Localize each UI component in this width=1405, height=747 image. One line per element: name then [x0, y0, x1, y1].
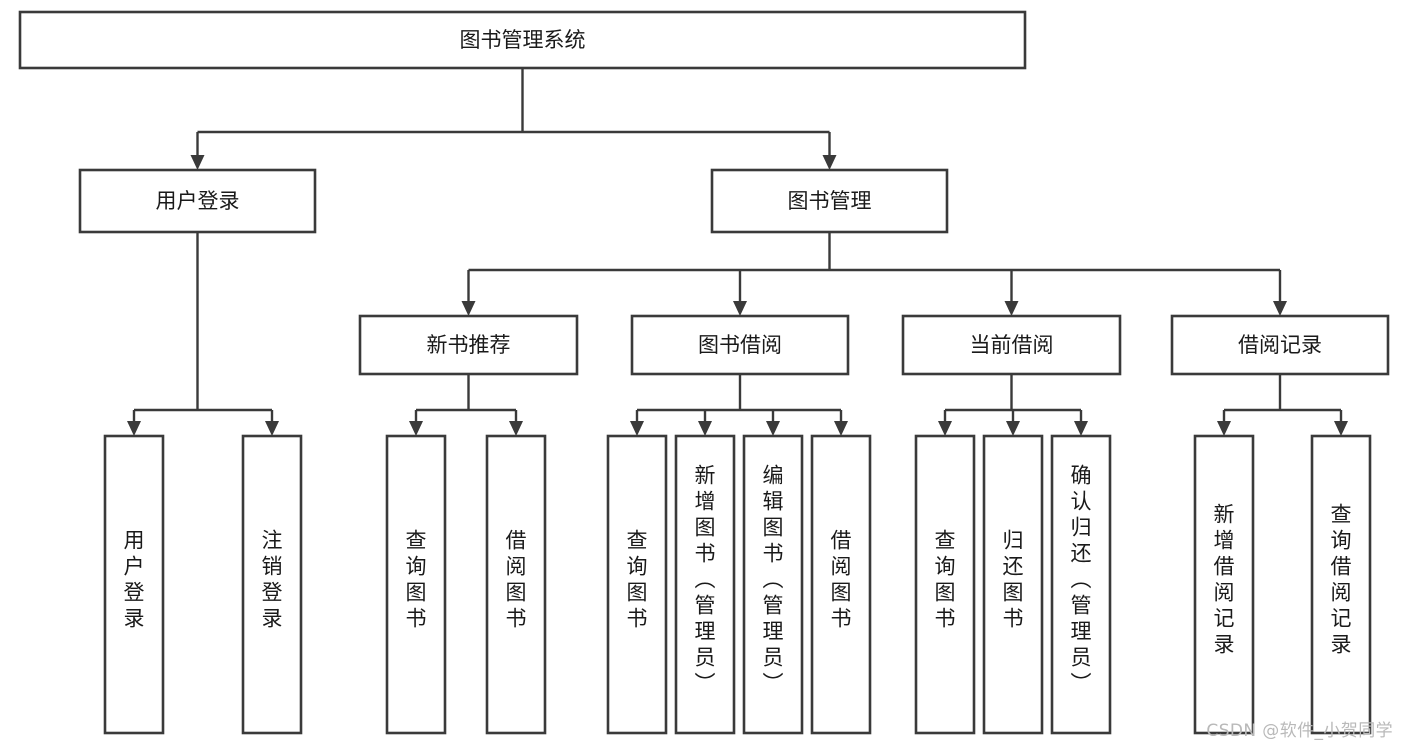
node-root-box[interactable]	[18, 10, 1027, 70]
node-user-login-box[interactable]	[78, 168, 317, 234]
node-leaf-add-book-admin[interactable]: 新增图书︵管理员︶	[674, 434, 736, 735]
node-leaf-add-book-admin-label: 新增图书︵管理员︶	[695, 464, 716, 696]
bookmgmt-to-level3-branch-2-arrowhead	[1004, 301, 1019, 316]
node-user-login-label: 用户登录	[156, 189, 240, 213]
node-leaf-borrow-book-recommend[interactable]: 借阅图书	[485, 434, 547, 735]
bookmgmt-to-level3-branch-1-arrowhead	[733, 301, 747, 316]
node-book-borrow-label: 图书借阅	[698, 333, 782, 357]
new-book-recommend-to-leaves-branch-1-arrowhead	[509, 421, 523, 436]
book-borrow-to-leaves-branch-0-arrowhead	[630, 421, 644, 436]
node-root-label: 图书管理系统	[460, 28, 586, 52]
user-login-to-leaves-branch-1-arrowhead	[265, 421, 279, 436]
borrow-record-to-leaves-branch-0-arrowhead	[1217, 421, 1231, 436]
node-leaf-edit-book-admin-label: 编辑图书︵管理员︶	[763, 464, 784, 696]
node-leaf-user-login-label: 用户登录	[124, 529, 145, 631]
node-leaf-confirm-return-admin-label: 确认归还︵管理员︶	[1071, 464, 1092, 696]
node-borrow-record[interactable]: 借阅记录	[1170, 314, 1390, 376]
node-leaf-add-borrow-record-box[interactable]	[1193, 434, 1255, 735]
node-book-management[interactable]: 图书管理	[710, 168, 949, 234]
current-borrow-to-leaves-branch-1-arrowhead	[1006, 421, 1020, 436]
node-leaf-add-borrow-record[interactable]: 新增借阅记录	[1193, 434, 1255, 735]
user-login-to-leaves-branch-0-arrowhead	[127, 421, 141, 436]
node-book-borrow[interactable]: 图书借阅	[630, 314, 850, 376]
node-leaf-query-book-borrow-box[interactable]	[606, 434, 668, 735]
node-current-borrow[interactable]: 当前借阅	[901, 314, 1122, 376]
node-leaf-borrow-book-label: 借阅图书	[831, 529, 852, 631]
node-leaf-query-book-borrow[interactable]: 查询图书	[606, 434, 668, 735]
node-borrow-record-box[interactable]	[1170, 314, 1390, 376]
node-book-management-box[interactable]	[710, 168, 949, 234]
bookmgmt-to-level3-branch-0-arrowhead	[461, 301, 476, 316]
node-leaf-query-borrow-record-box[interactable]	[1310, 434, 1372, 735]
borrow-record-to-leaves-branch-1-arrowhead	[1334, 421, 1348, 436]
node-leaf-logout-login-box[interactable]	[241, 434, 303, 735]
node-book-management-label: 图书管理	[788, 189, 872, 213]
node-leaf-query-book-borrow-label: 查询图书	[627, 529, 648, 631]
node-new-book-recommend-label: 新书推荐	[427, 333, 511, 357]
node-leaf-query-book-current[interactable]: 查询图书	[914, 434, 976, 735]
node-leaf-borrow-book-recommend-label: 借阅图书	[506, 529, 527, 631]
node-leaf-logout-login-label: 注销登录	[262, 529, 283, 631]
root-to-level2-branch-1-arrowhead	[822, 155, 837, 170]
node-leaf-query-book-recommend[interactable]: 查询图书	[385, 434, 447, 735]
node-current-borrow-label: 当前借阅	[970, 333, 1054, 357]
node-leaf-confirm-return-admin[interactable]: 确认归还︵管理员︶	[1050, 434, 1112, 735]
node-leaf-borrow-book-box[interactable]	[810, 434, 872, 735]
current-borrow-to-leaves-branch-2-arrowhead	[1074, 421, 1088, 436]
node-leaf-query-borrow-record-label: 查询借阅记录	[1331, 503, 1352, 657]
book-borrow-to-leaves-branch-3-arrowhead	[834, 421, 848, 436]
node-leaf-query-book-recommend-label: 查询图书	[406, 529, 427, 631]
new-book-recommend-to-leaves-branch-0-arrowhead	[409, 421, 423, 436]
node-borrow-record-label: 借阅记录	[1238, 333, 1322, 357]
bookmgmt-to-level3-branch-3-arrowhead	[1273, 301, 1287, 316]
node-leaf-confirm-return-admin-box[interactable]	[1050, 434, 1112, 735]
node-leaf-return-book-box[interactable]	[982, 434, 1044, 735]
root-to-level2-branch-0-arrowhead	[190, 155, 205, 170]
node-current-borrow-box[interactable]	[901, 314, 1122, 376]
node-leaf-query-book-current-box[interactable]	[914, 434, 976, 735]
book-borrow-to-leaves-branch-2-arrowhead	[766, 421, 780, 436]
connector-layer	[127, 68, 1348, 436]
node-leaf-edit-book-admin-box[interactable]	[742, 434, 804, 735]
node-new-book-recommend[interactable]: 新书推荐	[358, 314, 579, 376]
node-book-borrow-box[interactable]	[630, 314, 850, 376]
node-leaf-edit-book-admin[interactable]: 编辑图书︵管理员︶	[742, 434, 804, 735]
node-root[interactable]: 图书管理系统	[18, 10, 1027, 70]
node-layer: 图书管理系统用户登录图书管理新书推荐图书借阅当前借阅借阅记录用户登录注销登录查询…	[18, 10, 1390, 735]
node-new-book-recommend-box[interactable]	[358, 314, 579, 376]
node-leaf-borrow-book[interactable]: 借阅图书	[810, 434, 872, 735]
node-leaf-return-book-label: 归还图书	[1003, 529, 1024, 631]
current-borrow-to-leaves-branch-0-arrowhead	[938, 421, 952, 436]
node-leaf-query-book-recommend-box[interactable]	[385, 434, 447, 735]
node-leaf-user-login[interactable]: 用户登录	[103, 434, 165, 735]
node-leaf-query-book-current-label: 查询图书	[935, 529, 956, 631]
node-leaf-user-login-box[interactable]	[103, 434, 165, 735]
node-leaf-query-borrow-record[interactable]: 查询借阅记录	[1310, 434, 1372, 735]
node-leaf-borrow-book-recommend-box[interactable]	[485, 434, 547, 735]
node-user-login[interactable]: 用户登录	[78, 168, 317, 234]
node-leaf-logout-login[interactable]: 注销登录	[241, 434, 303, 735]
node-leaf-add-book-admin-box[interactable]	[674, 434, 736, 735]
node-leaf-add-borrow-record-label: 新增借阅记录	[1214, 503, 1235, 657]
book-borrow-to-leaves-branch-1-arrowhead	[698, 421, 712, 436]
node-leaf-return-book[interactable]: 归还图书	[982, 434, 1044, 735]
